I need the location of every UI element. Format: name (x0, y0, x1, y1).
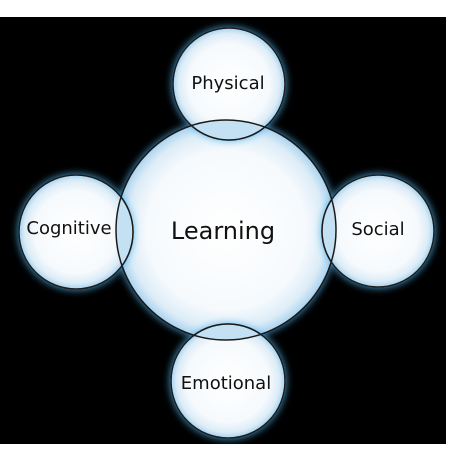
right-white-border (446, 0, 464, 464)
physical-overlap (172, 120, 286, 141)
social-overlap (321, 174, 336, 288)
physical-label: Physical (191, 73, 264, 94)
bottom-white-border (0, 444, 464, 464)
emotional-label: Emotional (181, 373, 271, 394)
top-white-border (0, 0, 464, 17)
cognitive-label: Cognitive (26, 218, 111, 239)
learning-circle-outline (115, 119, 337, 341)
social-label: Social (351, 219, 404, 240)
cognitive-overlap (116, 174, 134, 290)
emotional-overlap (170, 323, 286, 340)
learning-label: Learning (171, 217, 275, 245)
overlap-regions (116, 120, 336, 340)
